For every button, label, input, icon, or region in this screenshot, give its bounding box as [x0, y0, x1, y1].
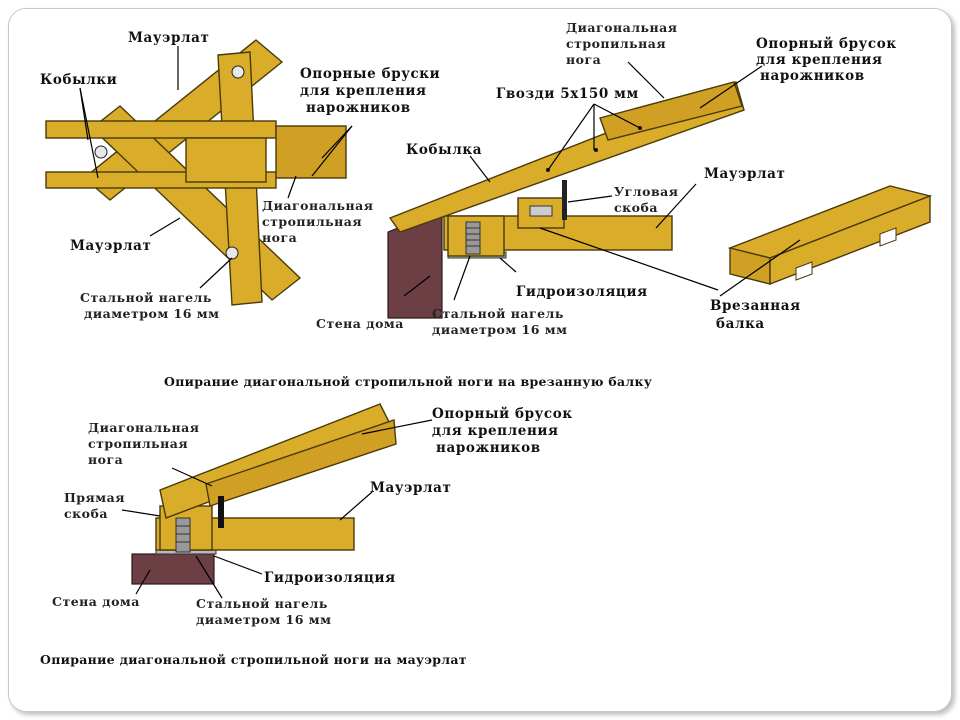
- label-support-bar-3c: нарожников: [436, 440, 541, 456]
- caption-diagram-3: Опирание диагональной стропильной ноги н…: [40, 652, 467, 667]
- label-support-bars-2: для крепления: [300, 83, 427, 99]
- caption-diagram-2: Опирание диагональной стропильной ноги н…: [164, 374, 652, 389]
- steel-dowel-bottom: [225, 246, 239, 260]
- label-steel-dowel-2: диаметром 16 мм: [84, 306, 220, 321]
- straight-bracket: [218, 496, 224, 528]
- label-support-bar-2c: нарожников: [760, 68, 865, 84]
- label-diagonal-leg-2a: Диагональная: [566, 20, 678, 35]
- label-waterproofing-2: Гидроизоляция: [516, 284, 648, 300]
- label-support-bars-3: нарожников: [306, 100, 411, 116]
- label-wall-3: Стена дома: [52, 594, 140, 609]
- support-bar-top: [45, 120, 277, 139]
- label-diagonal-leg-3: нога: [262, 230, 297, 245]
- label-steel-dowel-3b: диаметром 16 мм: [196, 612, 332, 627]
- label-kobylka: Кобылка: [406, 142, 482, 158]
- bracket-bolt: [562, 180, 567, 220]
- label-steel-dowel-2a: Стальной нагель: [432, 306, 564, 321]
- label-corner-bracket-b: скоба: [614, 200, 658, 215]
- label-inset-beam-b: балка: [716, 316, 765, 332]
- label-steel-dowel-1: Стальной нагель: [80, 290, 212, 305]
- label-diagonal-leg-2b: стропильная: [566, 36, 666, 51]
- inset-beam-side: [769, 194, 931, 286]
- label-diagonal-leg-3b: стропильная: [88, 436, 188, 451]
- label-straight-bracket-a: Прямая: [64, 490, 125, 505]
- label-kobylki: Кобылки: [40, 72, 117, 88]
- support-bar-end: [275, 125, 347, 179]
- kobylka-block: [185, 137, 267, 183]
- label-nails: Гвозди 5х150 мм: [496, 86, 639, 102]
- steel-dowel-3: [175, 517, 191, 553]
- steel-dowel-top: [231, 65, 245, 79]
- label-diagonal-leg-3a: Диагональная: [88, 420, 200, 435]
- label-diagonal-leg-1: Диагональная: [262, 198, 374, 213]
- steel-dowel-2: [465, 221, 481, 255]
- label-support-bar-3b: для крепления: [432, 423, 559, 439]
- corner-bracket: [529, 205, 553, 217]
- label-diagonal-leg-3c: нога: [88, 452, 123, 467]
- label-inset-beam-a: Врезанная: [710, 298, 801, 314]
- label-mauerlat-bottom: Мауэрлат: [70, 238, 151, 254]
- label-steel-dowel-3a: Стальной нагель: [196, 596, 328, 611]
- diagram-mauerlat-support: Диагональная стропильная нога Опорный бр…: [40, 403, 573, 667]
- label-support-bar-2b: для крепления: [756, 52, 883, 68]
- label-support-bars-1: Опорные бруски: [300, 66, 440, 82]
- label-diagonal-leg-2c: нога: [566, 52, 601, 67]
- diagram-inset-beam: Диагональная стропильная нога Опорный бр…: [164, 20, 933, 389]
- support-bar-3: [205, 419, 397, 507]
- steel-dowel-left: [94, 145, 108, 159]
- diagram-plan-view: Мауэрлат Кобылки Опорные бруски для креп…: [40, 30, 440, 321]
- label-corner-bracket-a: Угловая: [614, 184, 678, 199]
- label-support-bar-3a: Опорный брусок: [432, 406, 573, 422]
- label-mauerlat-2: Мауэрлат: [704, 166, 785, 182]
- label-wall-2: Стена дома: [316, 316, 404, 331]
- label-mauerlat-3: Мауэрлат: [370, 480, 451, 496]
- label-steel-dowel-2b: диаметром 16 мм: [432, 322, 568, 337]
- label-diagonal-leg-2: стропильная: [262, 214, 362, 229]
- house-wall-3: [131, 553, 215, 585]
- label-support-bar-2a: Опорный брусок: [756, 36, 897, 52]
- label-waterproofing-3: Гидроизоляция: [264, 570, 396, 586]
- label-mauerlat-top: Мауэрлат: [128, 30, 209, 46]
- label-straight-bracket-b: скоба: [64, 506, 108, 521]
